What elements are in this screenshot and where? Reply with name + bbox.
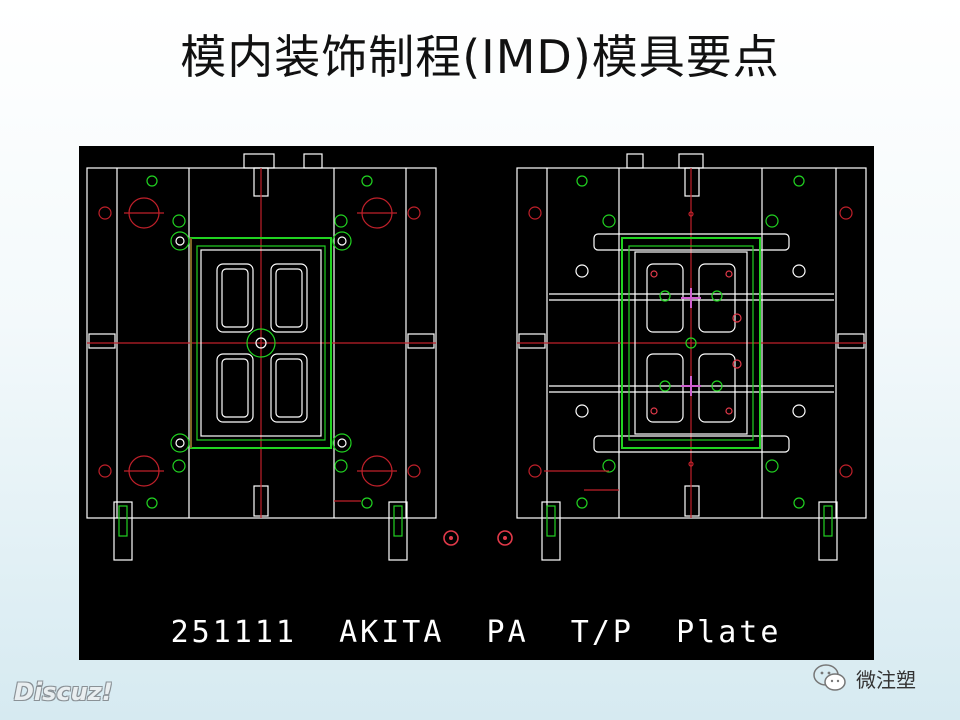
drawing-caption: 251111 AKITA PA T/P Plate — [171, 615, 782, 650]
watermark-left: Discuz! — [14, 678, 113, 706]
datum-markers — [443, 530, 513, 546]
slide-title: 模内装饰制程(IMD)模具要点 — [180, 30, 780, 84]
cad-drawing: 251111 AKITA PA T/P Plate — [79, 146, 874, 660]
wechat-icon — [813, 664, 846, 691]
watermark-right: 微注塑 — [812, 660, 916, 696]
watermark-right-text: 微注塑 — [856, 667, 916, 692]
mold-view-left — [86, 153, 437, 561]
mold-view-right — [516, 153, 867, 561]
